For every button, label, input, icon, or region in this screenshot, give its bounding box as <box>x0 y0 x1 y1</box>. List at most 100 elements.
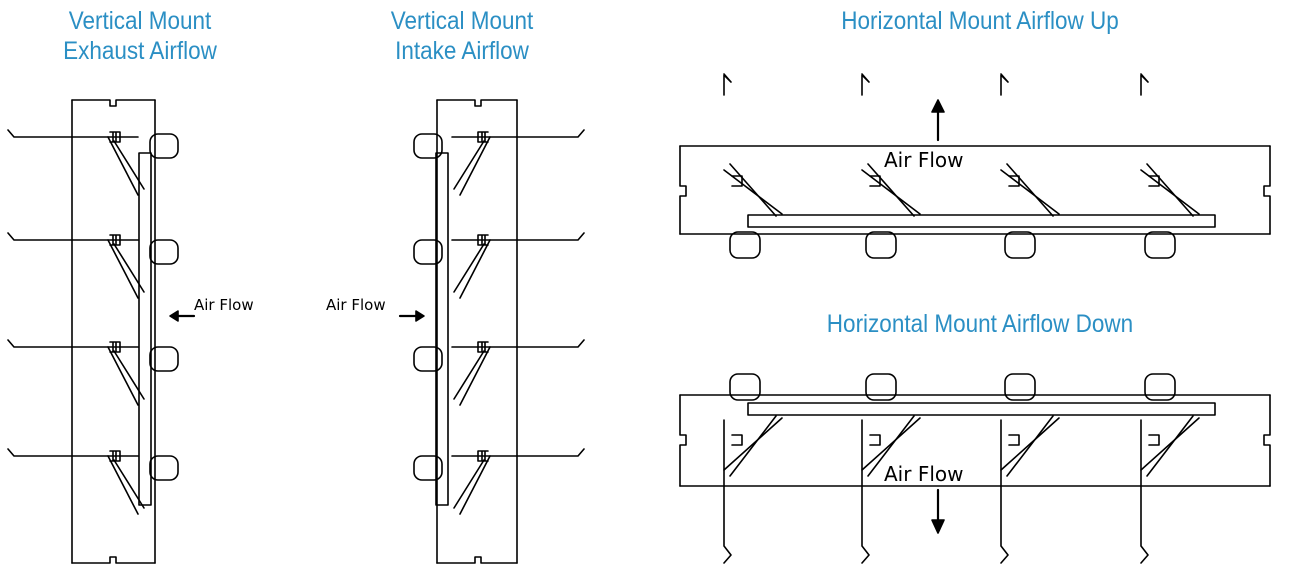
knob <box>729 231 761 259</box>
wire-lead <box>7 339 139 348</box>
clip <box>109 131 121 143</box>
knob <box>149 133 179 159</box>
clip <box>109 341 121 353</box>
clip <box>869 434 881 446</box>
arrow-right-head <box>415 310 425 322</box>
blade <box>107 346 139 406</box>
blade <box>1006 415 1054 477</box>
arrow-left-head <box>169 310 179 322</box>
wire-lead <box>1140 73 1149 96</box>
clip <box>869 175 881 187</box>
title-line: Exhaust Airflow <box>63 37 217 65</box>
blade <box>107 239 139 299</box>
blade <box>459 239 491 299</box>
blade <box>1006 163 1054 217</box>
knob <box>865 231 897 259</box>
airflow-label-horizontal-up: Air Flow <box>884 148 964 172</box>
wire-lead <box>1000 419 1009 564</box>
blade <box>861 417 921 471</box>
title-vertical-exhaust: Vertical Mount Exhaust Airflow <box>50 6 230 66</box>
blade <box>861 169 921 215</box>
airflow-label-intake: Air Flow <box>326 296 386 314</box>
clip <box>477 341 489 353</box>
wire-lead <box>451 448 585 457</box>
blade <box>729 163 777 217</box>
blade <box>113 350 145 400</box>
wire-lead <box>451 129 585 138</box>
airflow-label-horizontal-down: Air Flow <box>884 462 964 486</box>
blade <box>1146 163 1194 217</box>
blade <box>1000 169 1060 215</box>
blade <box>459 346 491 406</box>
blade <box>107 136 139 196</box>
clip <box>731 175 743 187</box>
wire-lead <box>7 232 139 241</box>
blade <box>867 415 915 477</box>
blade <box>1000 417 1060 471</box>
title-vertical-intake: Vertical Mount Intake Airflow <box>372 6 552 66</box>
blade <box>453 243 485 293</box>
title-line: Vertical Mount <box>68 7 212 35</box>
clip <box>477 131 489 143</box>
blade <box>729 415 777 477</box>
title-horizontal-down: Horizontal Mount Airflow Down <box>800 309 1160 339</box>
knob <box>1144 231 1176 259</box>
title-line: Intake Airflow <box>395 37 529 65</box>
knob <box>149 455 179 481</box>
wire-lead <box>7 129 139 138</box>
knob <box>865 373 897 401</box>
wire-lead <box>723 73 732 96</box>
blade <box>1140 169 1200 215</box>
frame-left <box>679 145 687 235</box>
frame-left <box>679 394 687 487</box>
louver-bar <box>747 402 1216 416</box>
wire-lead <box>861 73 870 96</box>
knob <box>413 239 443 265</box>
blade <box>113 459 145 509</box>
blade <box>113 140 145 190</box>
wire-lead <box>1000 73 1009 96</box>
knob <box>1004 373 1036 401</box>
knob <box>413 133 443 159</box>
airflow-label-exhaust: Air Flow <box>194 296 254 314</box>
frame-top <box>71 99 156 107</box>
blade <box>453 459 485 509</box>
frame-bottom <box>436 556 518 564</box>
blade <box>723 417 783 471</box>
knob <box>413 346 443 372</box>
title-line: Horizontal Mount Airflow Up <box>841 7 1119 35</box>
louver-bar <box>138 152 152 506</box>
blade <box>1140 417 1200 471</box>
arrow-down-head <box>931 519 945 534</box>
blade <box>459 136 491 196</box>
blade <box>867 163 915 217</box>
blade <box>107 455 139 515</box>
knob <box>413 455 443 481</box>
knob <box>149 346 179 372</box>
clip <box>1008 434 1020 446</box>
blade <box>453 140 485 190</box>
title-line: Vertical Mount <box>390 7 534 35</box>
blade <box>459 455 491 515</box>
wire-lead <box>861 419 870 564</box>
blade <box>113 243 145 293</box>
clip <box>731 434 743 446</box>
blade <box>1146 415 1194 477</box>
clip <box>1148 434 1160 446</box>
blade <box>453 350 485 400</box>
blade <box>723 169 783 215</box>
clip <box>109 450 121 462</box>
title-horizontal-up: Horizontal Mount Airflow Up <box>800 6 1160 36</box>
clip <box>477 450 489 462</box>
knob <box>1144 373 1176 401</box>
clip <box>477 234 489 246</box>
wire-lead <box>7 448 139 457</box>
knob <box>149 239 179 265</box>
knob <box>1004 231 1036 259</box>
frame-right <box>1263 145 1271 235</box>
knob <box>729 373 761 401</box>
wire-lead <box>451 232 585 241</box>
wire-lead <box>1140 419 1149 564</box>
clip <box>1008 175 1020 187</box>
